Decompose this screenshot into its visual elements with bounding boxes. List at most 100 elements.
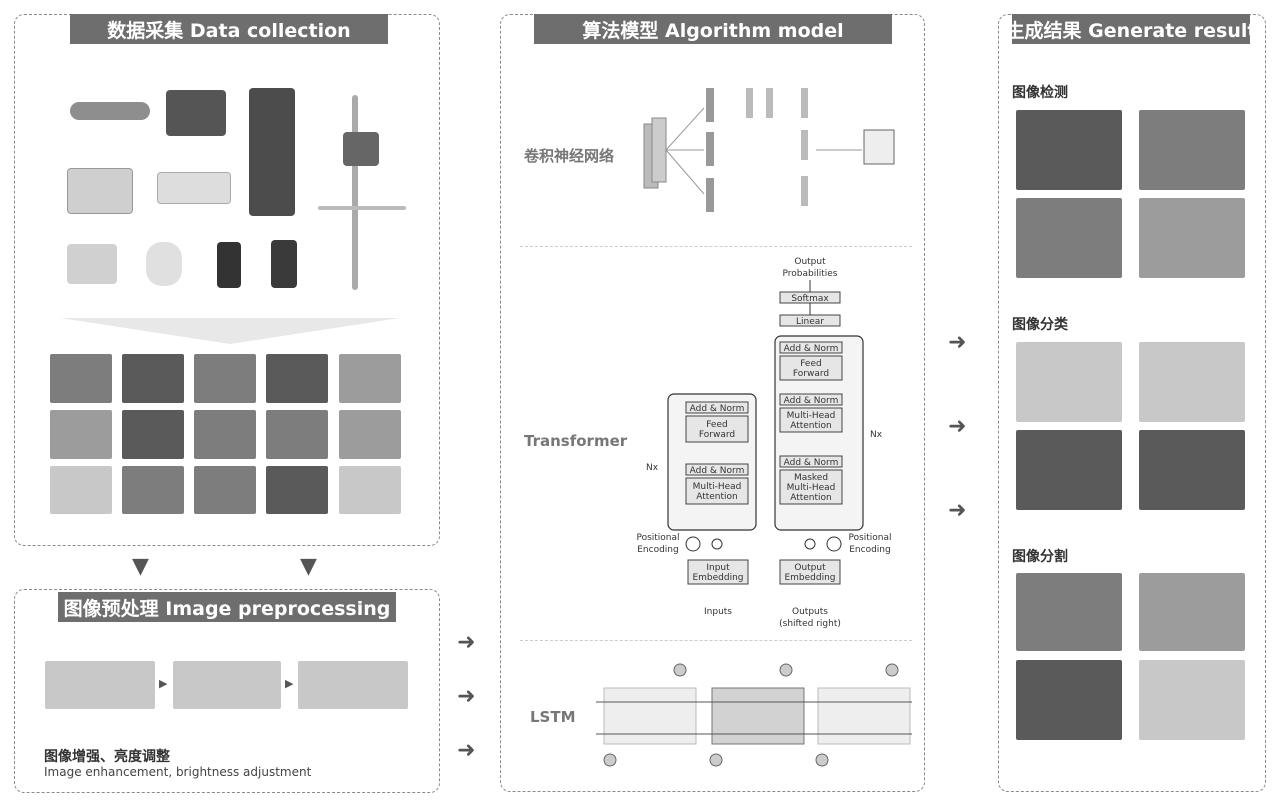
- thumbnail: [339, 466, 401, 514]
- thumbnail: [194, 410, 256, 459]
- segmentation-image: [1139, 660, 1245, 740]
- right-arrow-icon: ➜: [948, 498, 967, 523]
- device-phone: [217, 242, 241, 288]
- device-recorder: [271, 240, 297, 288]
- algorithm-banner: 算法模型 Algorithm model: [534, 14, 892, 44]
- thumbnail: [266, 466, 328, 514]
- decoder-add-norm-1: Add & Norm: [784, 458, 839, 468]
- encoder-positional-encoding-line2: Encoding: [637, 545, 678, 555]
- input-embedding-line1: Input: [706, 563, 730, 573]
- thumbnail-grid: [50, 354, 402, 514]
- masked-attention-line2: Multi-Head: [787, 483, 836, 493]
- transformer-diagram: Output Probabilities Softmax Linear Add …: [636, 257, 891, 629]
- right-arrow-icon: ➜: [948, 330, 967, 355]
- linear-label: Linear: [796, 317, 824, 327]
- preprocess-image-original: [45, 661, 155, 709]
- decoder-nx: Nx: [870, 430, 883, 440]
- output-probabilities-line1: Output: [794, 257, 826, 267]
- decoder-add-norm-2: Add & Norm: [784, 396, 839, 406]
- classification-heading: 图像分类: [1012, 317, 1068, 333]
- preprocessing-banner: 图像预处理 Image preprocessing: [58, 592, 396, 622]
- classification-image: [1016, 342, 1122, 422]
- encoder-attention-line2: Attention: [696, 492, 738, 502]
- encoder-attention-line1: Multi-Head: [693, 482, 742, 492]
- encoder-add-norm-2: Add & Norm: [690, 404, 745, 414]
- outputs-label-line2: (shifted right): [779, 619, 841, 629]
- thumbnail: [50, 466, 112, 514]
- results-banner: 生成结果 Generate result: [1006, 14, 1257, 44]
- segmentation-image: [1016, 660, 1122, 740]
- thumbnail: [50, 410, 112, 459]
- preprocessing-caption-en: Image enhancement, brightness adjustment: [44, 765, 312, 779]
- thumbnail: [122, 410, 184, 459]
- cnn-diagram: [643, 88, 895, 212]
- collection-divider: [60, 318, 400, 344]
- right-arrow-icon: ➜: [457, 738, 476, 763]
- inputs-label: Inputs: [704, 607, 732, 617]
- lstm-diagram: [596, 663, 912, 767]
- input-embedding-line2: Embedding: [692, 573, 743, 583]
- transformer-label: Transformer: [524, 432, 628, 450]
- right-arrow-icon: ➜: [948, 414, 967, 439]
- classification-image: [1139, 342, 1245, 422]
- encoder-add-norm-1: Add & Norm: [690, 466, 745, 476]
- device-dome-camera: [146, 242, 182, 286]
- thumbnail: [122, 354, 184, 403]
- transformer-divider: [520, 640, 912, 641]
- right-arrow-icon: ➜: [457, 684, 476, 709]
- device-weather-station: [352, 95, 358, 290]
- detection-image: [1016, 198, 1122, 278]
- output-embedding-line2: Embedding: [784, 573, 835, 583]
- thumbnail: [122, 466, 184, 514]
- thumbnail: [266, 410, 328, 459]
- detection-image: [1139, 198, 1245, 278]
- preprocess-image-brightness: [298, 661, 408, 709]
- data-collection-banner: 数据采集 Data collection: [70, 14, 388, 44]
- decoder-attention-line2: Attention: [790, 421, 832, 431]
- segmentation-heading: 图像分割: [1012, 549, 1068, 565]
- detection-image: [1016, 110, 1122, 190]
- down-arrow-icon: ▼: [132, 554, 149, 579]
- segmentation-image: [1139, 573, 1245, 651]
- thumbnail: [339, 410, 401, 459]
- encoder-feed-forward-line2: Forward: [699, 430, 735, 440]
- decoder-feed-forward-line1: Feed: [800, 359, 821, 369]
- device-drone: [70, 102, 150, 120]
- encoder-nx: Nx: [646, 463, 659, 473]
- right-small-arrow-icon: ▶: [285, 677, 294, 690]
- decoder-attention-line1: Multi-Head: [787, 411, 836, 421]
- down-arrow-icon: ▼: [300, 554, 317, 579]
- device-tower: [249, 88, 295, 216]
- thumbnail: [194, 466, 256, 514]
- thumbnail: [194, 354, 256, 403]
- right-small-arrow-icon: ▶: [159, 677, 168, 690]
- device-scanner: [157, 172, 231, 204]
- lstm-label: LSTM: [530, 708, 576, 726]
- masked-attention-line3: Attention: [790, 493, 832, 503]
- decoder-add-norm-3: Add & Norm: [784, 344, 839, 354]
- device-case: [166, 90, 226, 136]
- outputs-label-line1: Outputs: [792, 607, 828, 617]
- encoder-positional-encoding-line1: Positional: [636, 533, 679, 543]
- right-arrow-icon: ➜: [457, 630, 476, 655]
- device-solar-panel: [343, 132, 379, 166]
- decoder-positional-encoding-line2: Encoding: [849, 545, 890, 555]
- output-embedding-line1: Output: [794, 563, 826, 573]
- output-probabilities-line2: Probabilities: [783, 269, 838, 279]
- decoder-positional-encoding-line1: Positional: [848, 533, 891, 543]
- thumbnail: [50, 354, 112, 403]
- thumbnail: [266, 354, 328, 403]
- cnn-label: 卷积神经网络: [524, 147, 615, 165]
- detection-image: [1139, 110, 1245, 190]
- classification-image: [1139, 430, 1245, 510]
- thumbnail: [339, 354, 401, 403]
- segmentation-image: [1016, 573, 1122, 651]
- device-sensor-arm: [318, 206, 406, 210]
- masked-attention-line1: Masked: [794, 473, 828, 483]
- softmax-label: Softmax: [791, 294, 829, 304]
- device-trap: [67, 168, 133, 214]
- preprocessing-caption-cn: 图像增强、亮度调整: [44, 749, 170, 765]
- preprocess-image-enhanced: [173, 661, 281, 709]
- preprocessing-panel: [14, 589, 440, 793]
- encoder-feed-forward-line1: Feed: [706, 420, 727, 430]
